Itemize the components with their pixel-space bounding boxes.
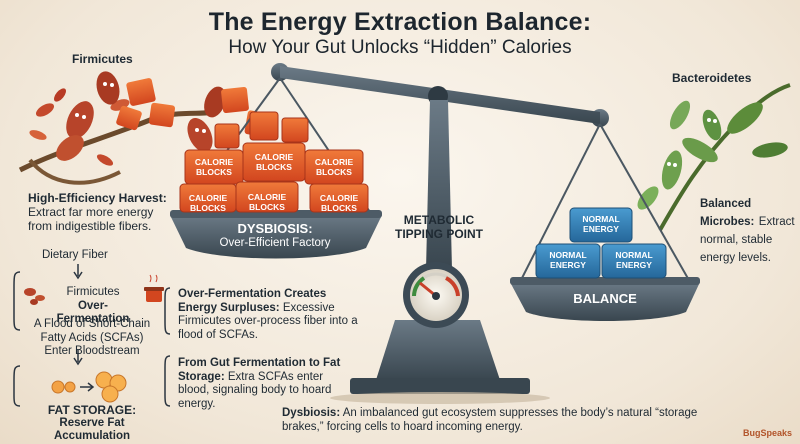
tipping-gauge (403, 262, 469, 328)
dietary-fiber-arrow (73, 264, 83, 280)
dysbiosis-footer-note: Dysbiosis: An imbalanced gut ecosystem s… (282, 407, 712, 434)
dysbiosis-plate-title: DYSBIOSIS: (237, 221, 313, 236)
footer-dysbiosis-label: Dysbiosis: (282, 407, 341, 419)
storage-title: From Gut Fermentation to Fat Storage: (178, 357, 341, 383)
fat-storage-sub: Reserve Fat Accumulation (53, 417, 131, 442)
firmicutes-bacteria-icon (56, 71, 226, 161)
right-scale-pan (510, 277, 700, 321)
dysbiosis-plate-sub: Over-Efficient Factory (219, 237, 331, 249)
scfa-arrow (73, 350, 83, 366)
flow-brackets (13, 271, 171, 407)
flow-step-dietary-fiber: Dietary Fiber (42, 249, 108, 261)
overferm-title: Over-Fermentation Creates Energy Surplus… (178, 288, 327, 314)
page-subtitle: How Your Gut Unlocks “Hidden” Calories (228, 37, 572, 58)
bacteroidetes-label: Bacteroidetes (672, 71, 752, 85)
tipping-line-2: TIPPING POINT (394, 227, 483, 241)
harvest-text: Extract far more energy from indigestibl… (28, 205, 154, 233)
flow-step2-line2: Over-Fermentation (56, 299, 130, 326)
scale-stand (330, 100, 550, 404)
fermentation-bacteria-icon (24, 288, 45, 305)
balanced-text: Extract normal, stable energy levels. (700, 216, 795, 264)
metabolic-tipping-point-label: METABOLIC TIPPING POINT (384, 213, 494, 241)
balance-plate-label: BALANCE (573, 291, 637, 306)
bacteroidetes-bacteria-icon (637, 109, 722, 210)
flow-step3-line3: Enter Bloodstream (44, 345, 140, 357)
firmicutes-label: Firmicutes (72, 52, 133, 66)
flow-step2-line1: Firmicutes (66, 286, 120, 298)
fat-storage-title: FAT STORAGE: (47, 403, 137, 417)
balanced-title: Balanced Microbes: (700, 198, 755, 228)
storage-text: Extra SCFAs enter blood, signaling body … (178, 370, 332, 410)
fat-cells-icon (51, 371, 127, 403)
tipping-line-1: METABOLIC (403, 213, 475, 227)
flow-step3-line2: Fatty Acids (SCFAs) (40, 331, 144, 344)
balanced-microbes-callout: Balanced Microbes: Extract normal, stabl… (700, 194, 795, 266)
flow-step-over-fermentation: Firmicutes Over-Fermentation (48, 286, 138, 327)
high-efficiency-harvest-callout: High-Efficiency Harvest: Extract far mor… (28, 191, 178, 233)
page-title: The Energy Extraction Balance: (208, 8, 592, 36)
flow-step3-line1: A Flood of Short-Chain (33, 318, 151, 330)
flow-step-fat-storage: FAT STORAGE: Reserve Fat Accumulation (22, 404, 162, 443)
fermentation-pot-icon (144, 274, 164, 302)
over-fermentation-callout: Over-Fermentation Creates Energy Surplus… (178, 288, 358, 342)
overferm-text: Excessive Firmicutes over-process fiber … (178, 301, 358, 341)
brand-logo: BugSpeaks (742, 428, 792, 438)
footer-dysbiosis-text: An imbalanced gut ecosystem suppresses t… (282, 407, 698, 433)
flow-step-scfa: A Flood of Short-Chain Fatty Acids (SCFA… (22, 318, 162, 359)
bacteroidetes-branch-illustration (658, 83, 791, 231)
dysbiosis-plate-label: DYSBIOSIS: Over-Efficient Factory (180, 222, 370, 250)
harvest-title: High-Efficiency Harvest: (28, 191, 167, 205)
fat-storage-callout: From Gut Fermentation to Fat Storage: Ex… (178, 357, 346, 411)
